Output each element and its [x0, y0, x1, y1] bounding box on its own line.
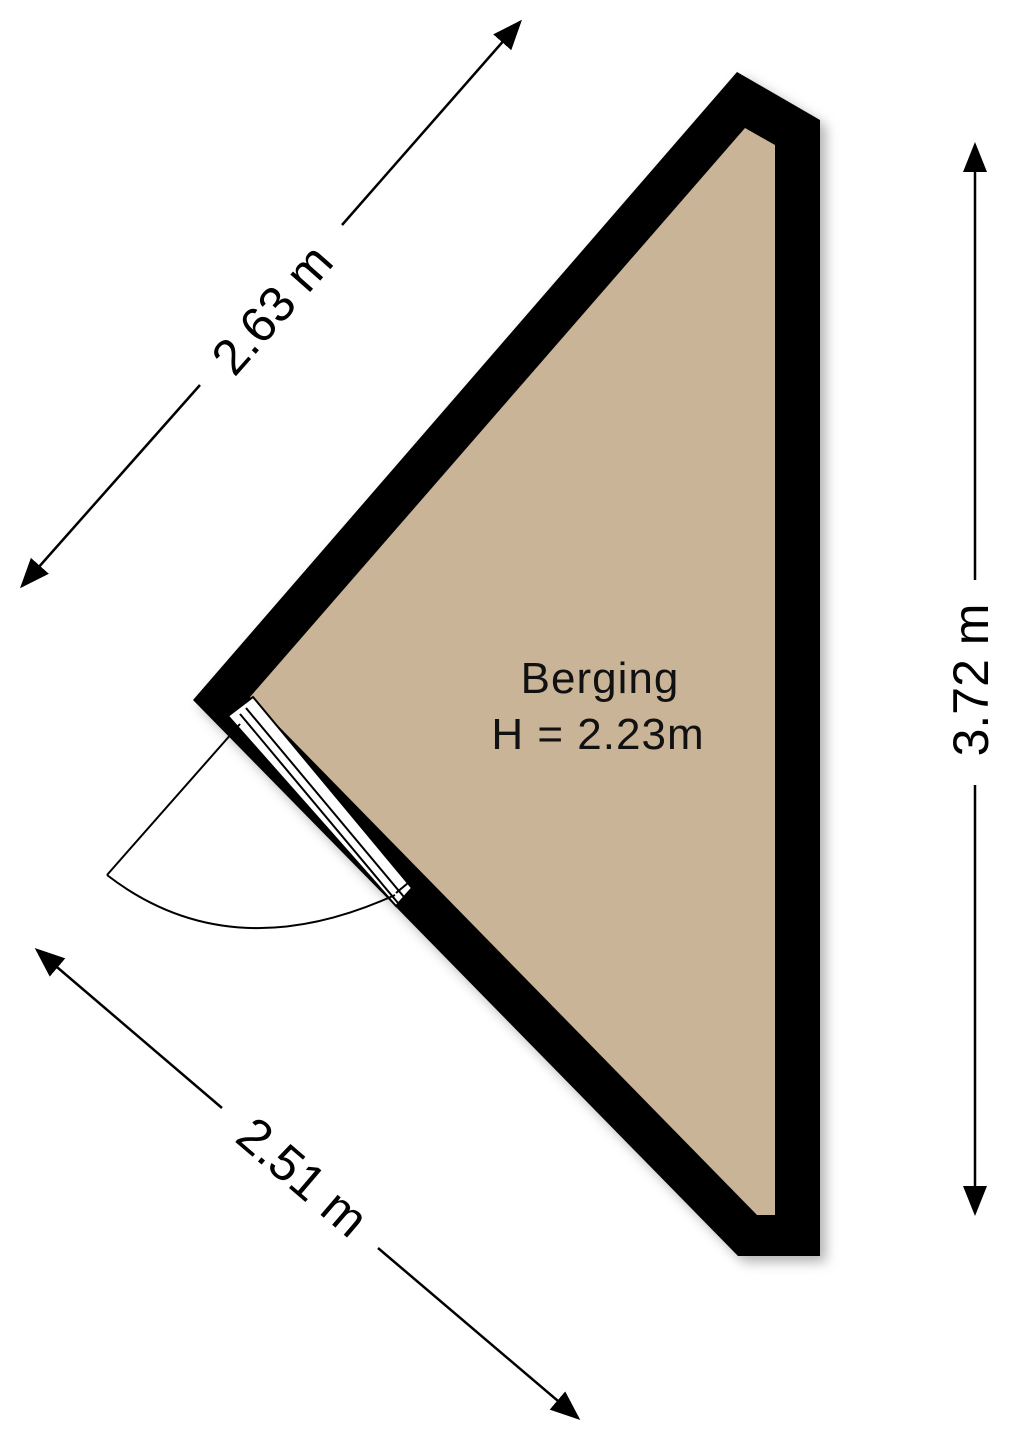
door[interactable] — [106, 695, 414, 930]
door-swing-arc — [106, 874, 396, 930]
dimension-label: 3.72 m — [943, 604, 999, 757]
room-floor — [250, 128, 775, 1215]
door-leaf — [106, 723, 241, 876]
dimension-label: 2.63 m — [201, 234, 344, 386]
dimension-bottom-left: 2.51 m — [34, 948, 581, 1420]
dimension-label: 2.51 m — [226, 1106, 379, 1248]
room-height: H = 2.23m — [491, 710, 704, 759]
room-name: Berging — [521, 654, 680, 703]
dimension-right: 3.72 m — [943, 142, 999, 1216]
